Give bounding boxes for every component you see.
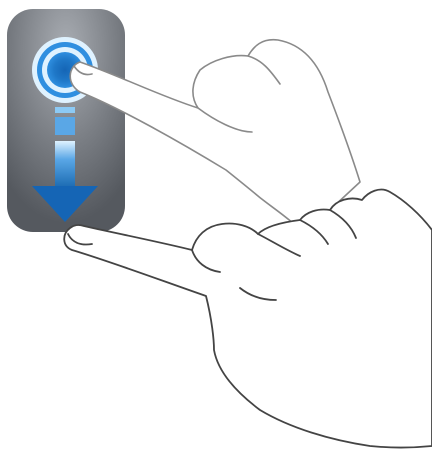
hand-icon <box>64 190 432 448</box>
